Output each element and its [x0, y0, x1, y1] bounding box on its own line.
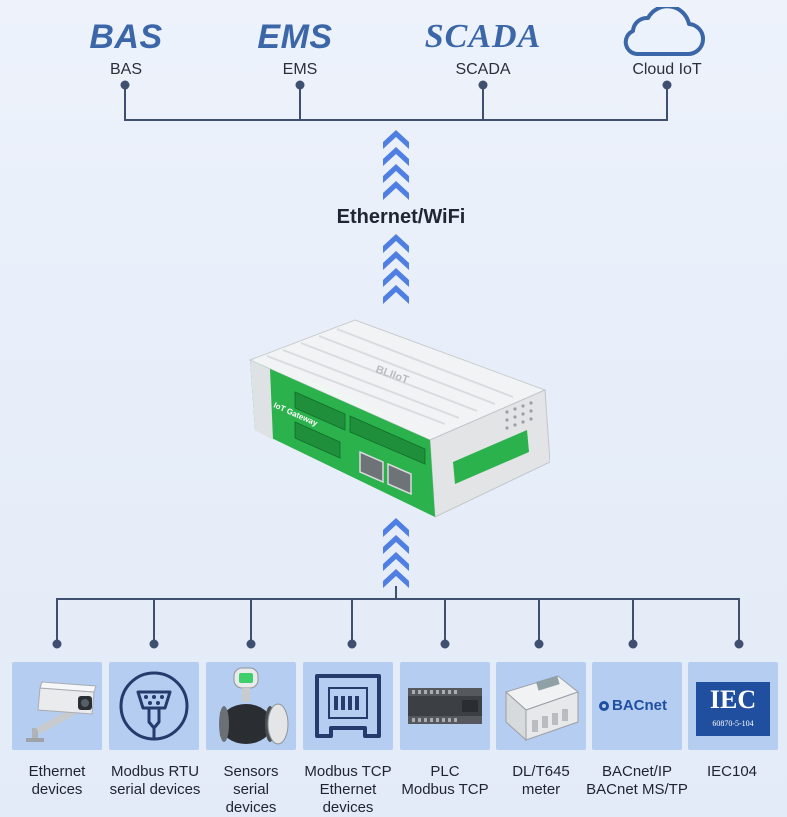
device-tile-bacnet: BACnet — [592, 662, 682, 750]
uplink-arrows-lower — [383, 234, 409, 306]
bus-node — [478, 80, 488, 90]
bus-node — [246, 639, 256, 649]
link-label: Ethernet/WiFi — [336, 206, 466, 228]
cloud-icon — [619, 7, 705, 59]
bacnet-logo-icon: BACnet — [596, 695, 678, 717]
bus-node — [662, 80, 672, 90]
device-tile-sensors — [206, 662, 296, 750]
iec-logo-subtext: 60870-5-104 — [712, 719, 754, 728]
device-tile-iec104: IEC 60870-5-104 — [688, 662, 778, 750]
plc-icon — [400, 662, 490, 750]
bus-node — [52, 639, 62, 649]
iot-gateway-device: Shenzhen BLIIoT Tech Co., Ltd. IoT Gatew… — [245, 312, 550, 522]
top-label-cloud: Cloud IoT — [632, 61, 702, 78]
top-label-scada: SCADA — [455, 61, 511, 78]
bus-node — [734, 639, 744, 649]
bus-node — [295, 80, 305, 90]
ethernet-port-icon — [303, 662, 393, 750]
top-label-ems: EMS — [282, 61, 318, 78]
iec-logo-icon: IEC 60870-5-104 — [696, 682, 770, 736]
flowmeter-sensor-icon — [206, 662, 296, 750]
uplink-arrows-upper — [383, 130, 409, 202]
top-label-bas: BAS — [109, 61, 143, 78]
device-tile-modbus-rtu — [109, 662, 199, 750]
ems-logo: EMS — [257, 18, 333, 56]
downlink-arrows — [383, 518, 409, 588]
serial-port-icon — [109, 662, 199, 750]
bacnet-logo-text: BACnet — [612, 697, 667, 714]
device-tile-ethernet — [12, 662, 102, 750]
bus-node — [149, 639, 159, 649]
device-tile-meter — [496, 662, 586, 750]
device-tile-modbus-tcp — [303, 662, 393, 750]
iec-logo-text: IEC — [709, 685, 757, 714]
scada-logo: SCADA — [424, 18, 542, 55]
bus-node — [440, 639, 450, 649]
device-tile-plc — [400, 662, 490, 750]
bus-node — [534, 639, 544, 649]
camera-icon — [12, 662, 102, 750]
bus-node — [347, 639, 357, 649]
bus-node — [120, 80, 130, 90]
bus-node — [628, 639, 638, 649]
bas-logo: BAS — [89, 18, 163, 56]
device-label-iec104: IEC104 — [706, 763, 758, 780]
energy-meter-icon — [496, 662, 586, 750]
